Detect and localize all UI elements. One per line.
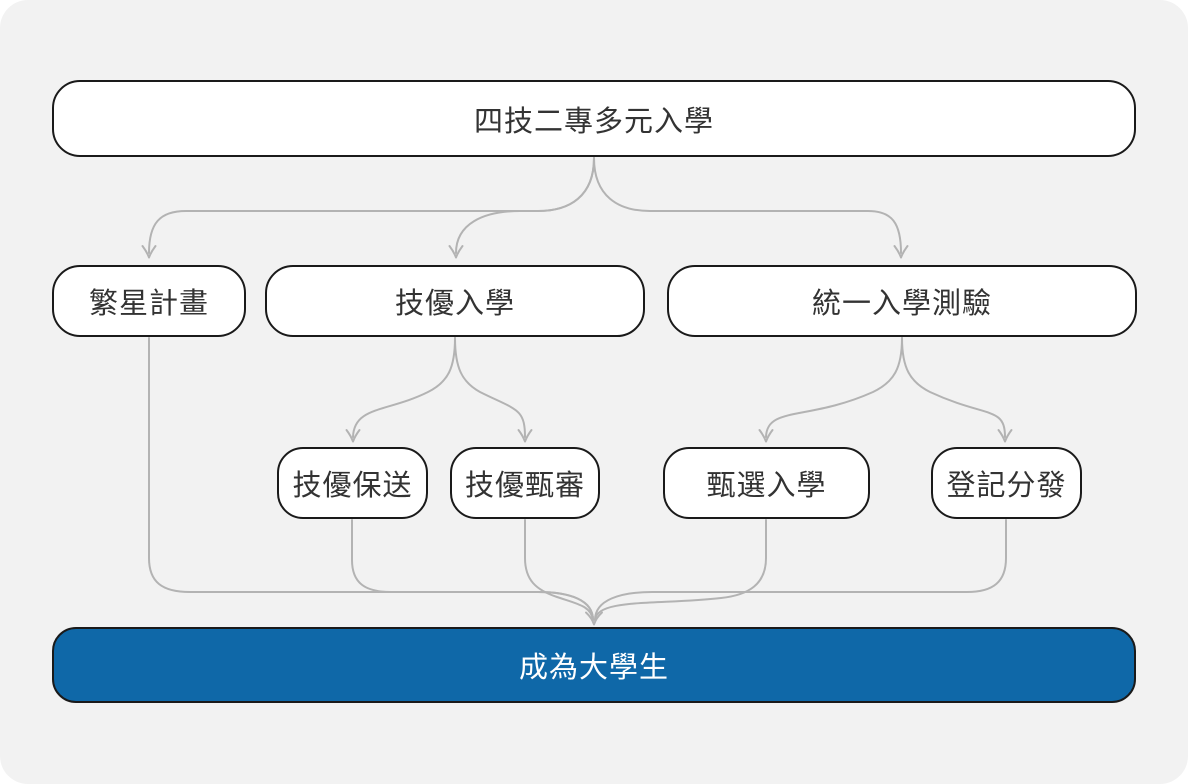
node-selection-admission: 甄選入學 <box>663 447 870 519</box>
node-tech-admission: 技優入學 <box>265 265 645 337</box>
edge-unified-exam-registration <box>901 337 1006 438</box>
arrowhead-unified-exam <box>893 245 909 259</box>
node-root-label: 四技二專多元入學 <box>473 105 714 138</box>
node-tech-admission-label: 技優入學 <box>394 288 515 320</box>
node-tech-recommendation: 技優保送 <box>277 447 428 519</box>
arrowhead-star-plan <box>141 245 157 259</box>
node-star-plan-label: 繁星計畫 <box>88 288 209 320</box>
node-star-plan: 繁星計畫 <box>52 265 246 337</box>
edge-unified-exam-selection <box>765 337 903 438</box>
edge-root-star-plan <box>148 157 595 254</box>
edge-registration-become-student <box>594 519 1007 621</box>
edge-root-tech-admission <box>455 157 595 254</box>
node-unified-exam-label: 統一入學測驗 <box>811 288 992 320</box>
arrowhead-tech-recommendation <box>345 429 361 443</box>
node-tech-screening: 技優甄審 <box>450 447 600 519</box>
edge-tech-admission-recommendation <box>352 337 456 438</box>
arrowhead-registration-distribution <box>997 429 1013 443</box>
arrowhead-tech-admission <box>448 245 464 259</box>
arrowhead-selection-admission <box>758 429 774 443</box>
node-unified-exam: 統一入學測驗 <box>667 265 1137 337</box>
node-registration-distribution: 登記分發 <box>931 447 1082 519</box>
edge-screening-become-student <box>524 519 594 621</box>
node-selection-admission-label: 甄選入學 <box>706 470 827 502</box>
edge-tech-admission-screening <box>454 337 526 438</box>
arrowhead-tech-screening <box>517 429 533 443</box>
node-tech-screening-label: 技優甄審 <box>464 470 585 502</box>
arrowhead-become-student <box>585 611 603 626</box>
edge-recommendation-become-student <box>351 519 594 621</box>
edge-root-unified-exam <box>593 157 902 254</box>
node-registration-distribution-label: 登記分發 <box>946 470 1067 502</box>
edge-selection-become-student <box>594 519 767 621</box>
node-root: 四技二專多元入學 <box>52 80 1136 157</box>
node-become-student: 成為大學生 <box>52 627 1136 703</box>
node-become-student-label: 成為大學生 <box>518 652 669 684</box>
node-tech-recommendation-label: 技優保送 <box>292 470 413 502</box>
